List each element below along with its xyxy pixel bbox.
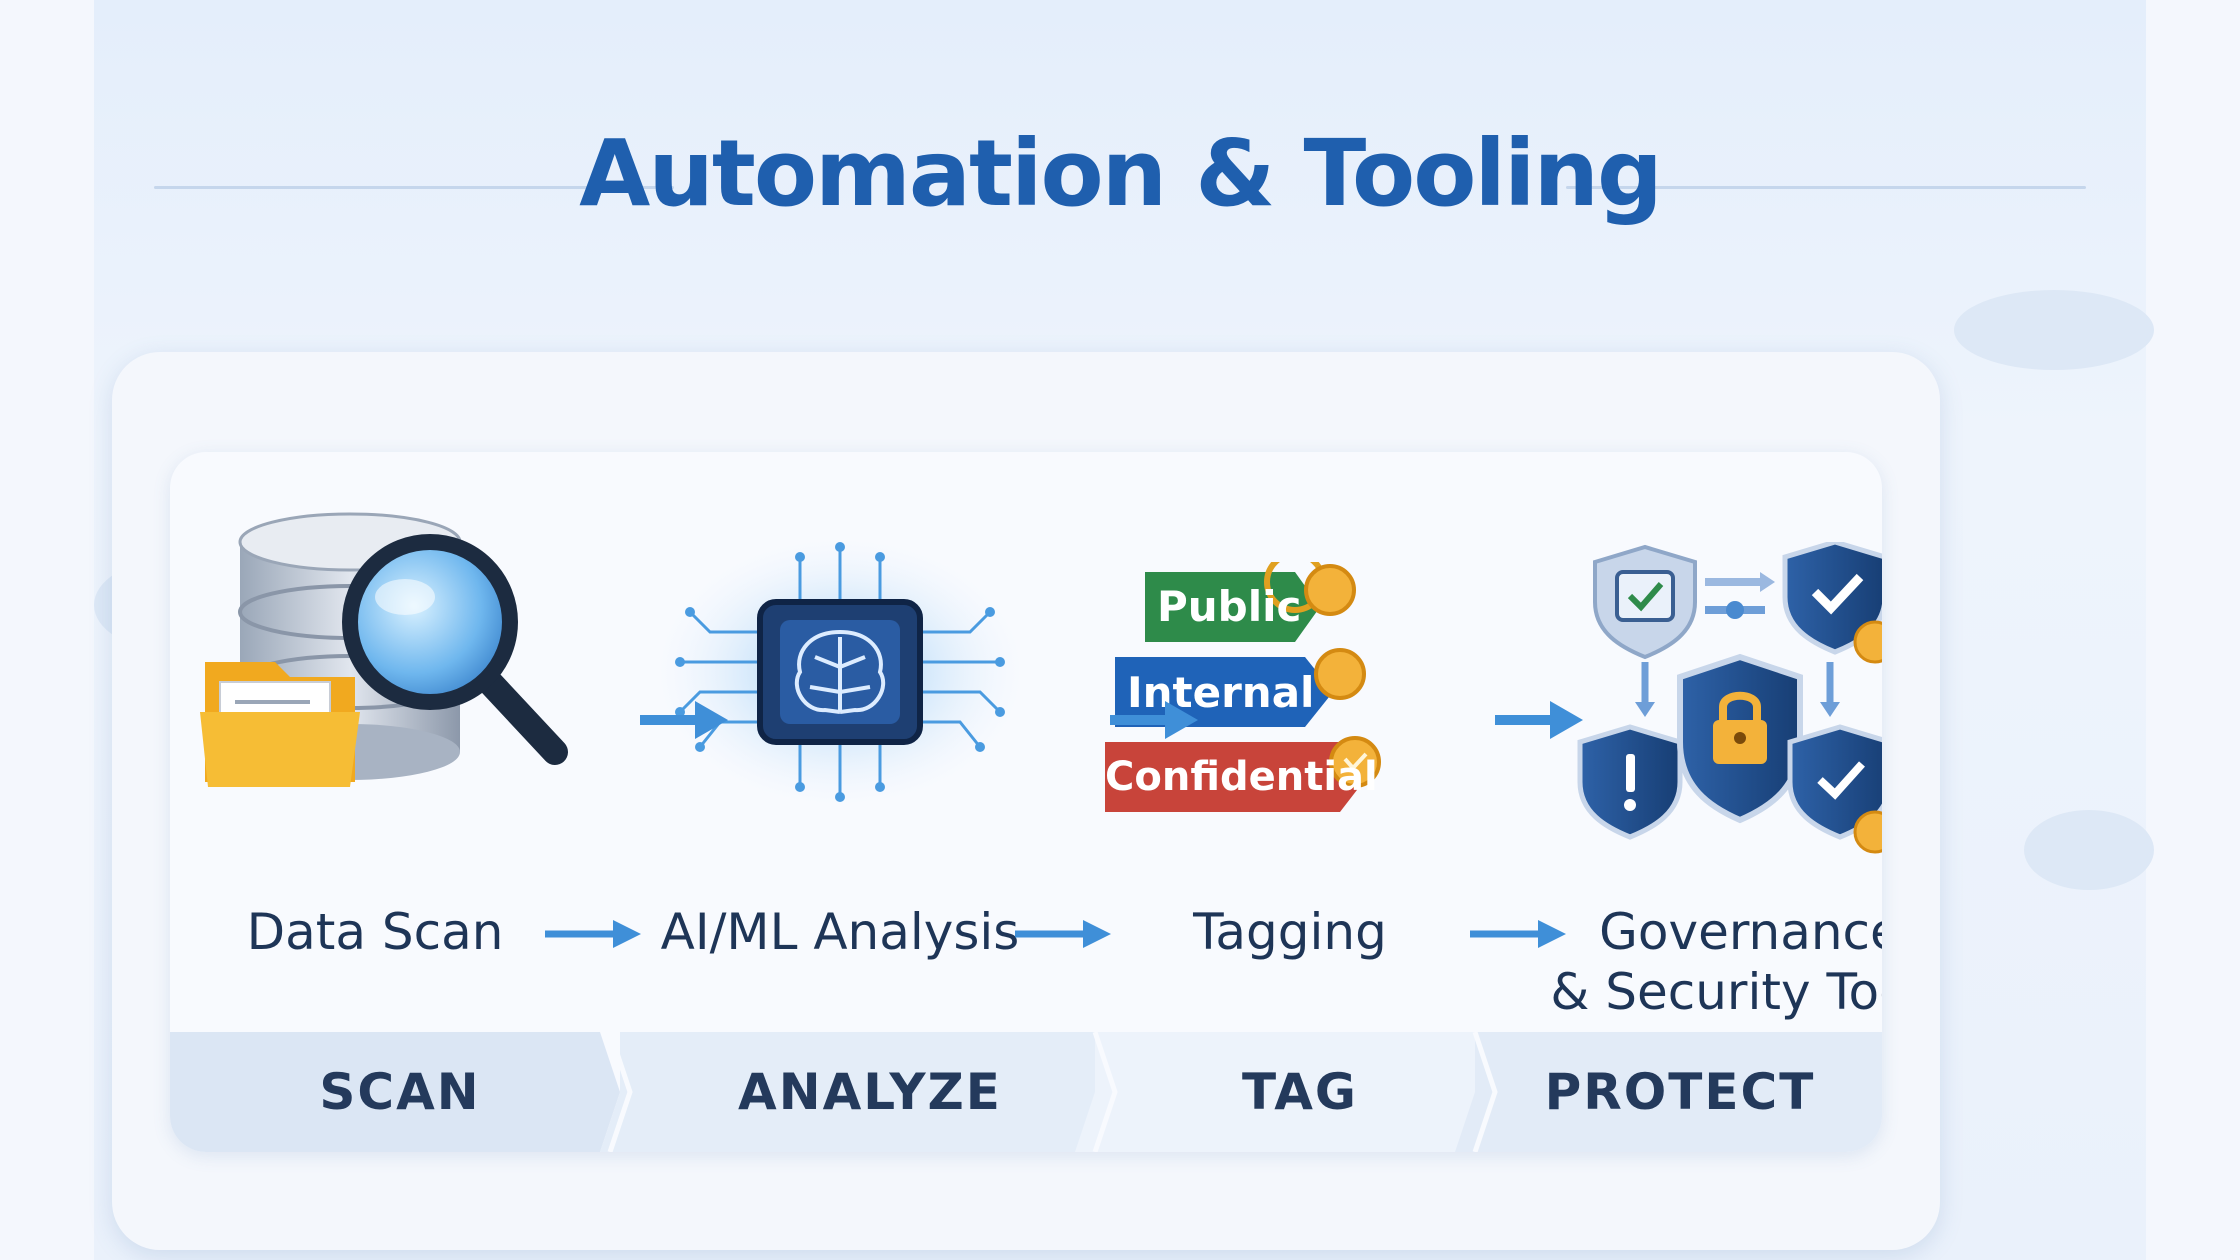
- workflow-panel: Public Internal Confidential: [170, 452, 1882, 1152]
- security-shields-icon: [1575, 539, 1882, 872]
- flow-arrow-icon: [640, 701, 728, 739]
- flow-arrow-icon: [1470, 920, 1566, 948]
- tag-public: Public: [1157, 582, 1302, 631]
- flow-arrow-icon: [1015, 920, 1111, 948]
- title-divider-left: [154, 186, 674, 189]
- title-row: Automation & Tooling: [94, 120, 2146, 250]
- phase-scan: SCAN: [319, 1063, 481, 1121]
- step-label-tagging: Tagging: [1193, 903, 1387, 961]
- flow-arrow-icon: [1110, 701, 1198, 739]
- database-magnifier-icon: [180, 512, 600, 802]
- phase-tag: TAG: [1242, 1063, 1358, 1121]
- step-label-governance: Governance & Security Tools: [1540, 902, 1882, 1022]
- cloud-decoration: [1954, 290, 2154, 370]
- tag-confidential: Confidential: [1105, 754, 1378, 800]
- flow-arrow-icon: [1495, 701, 1583, 739]
- title-divider-right: [1566, 186, 2086, 189]
- phase-protect: PROTECT: [1544, 1063, 1816, 1121]
- step-label-governance-line1: Governance: [1599, 903, 1882, 961]
- phase-analyze: ANALYZE: [738, 1063, 1002, 1121]
- ai-chip-brain-icon: [650, 532, 1030, 812]
- tag-internal: Internal: [1127, 668, 1315, 717]
- step-label-ai-ml-analysis: AI/ML Analysis: [660, 903, 1020, 961]
- flow-arrow-icon: [545, 920, 641, 948]
- step-label-governance-line2: & Security Tools: [1550, 963, 1882, 1021]
- right-margin-band: [2146, 0, 2240, 1260]
- cloud-decoration: [2024, 810, 2154, 890]
- classification-tags-icon: Public Internal Confidential: [1105, 562, 1425, 812]
- page-title: Automation & Tooling: [579, 120, 1663, 227]
- step-label-data-scan: Data Scan: [246, 903, 504, 961]
- phase-bar: SCAN ANALYZE TAG PROTECT: [170, 1032, 1882, 1152]
- left-margin-band: [0, 0, 94, 1260]
